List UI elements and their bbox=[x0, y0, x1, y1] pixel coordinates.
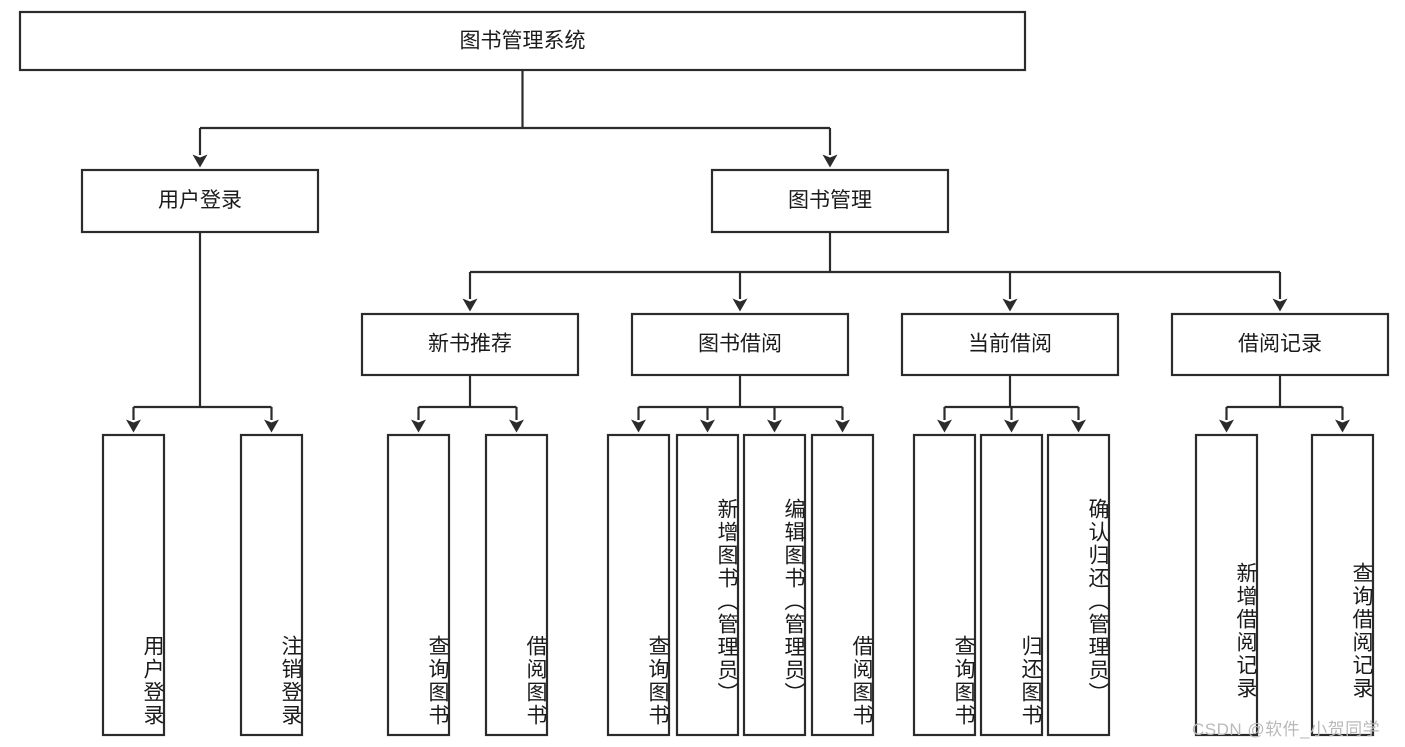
leaf-box-logout-login[interactable] bbox=[239, 433, 304, 737]
connector-group-book-admin bbox=[462, 232, 1288, 312]
node-book-borrow-box[interactable] bbox=[630, 312, 850, 377]
node-book-admin-box[interactable] bbox=[710, 168, 950, 234]
leaf-box-search-book-bb[interactable] bbox=[606, 433, 671, 737]
node-borrow-records-box[interactable] bbox=[1170, 312, 1390, 377]
node-new-books[interactable]: 新书推荐 bbox=[360, 312, 580, 377]
node-current-borrow[interactable]: 当前借阅 bbox=[900, 312, 1120, 377]
node-book-borrow[interactable]: 图书借阅 bbox=[630, 312, 850, 377]
connector-group-user-login bbox=[126, 232, 279, 433]
node-root-box[interactable] bbox=[18, 10, 1027, 72]
node-user-login-box[interactable] bbox=[80, 168, 320, 234]
connector-group-current bbox=[937, 375, 1086, 433]
node-borrow-records[interactable]: 借阅记录 bbox=[1170, 312, 1390, 377]
node-current-borrow-box[interactable] bbox=[900, 312, 1120, 377]
csdn-watermark: CSDN @软件_小贺同学 bbox=[1192, 720, 1381, 739]
node-new-books-label: 新书推荐 bbox=[428, 333, 512, 356]
leaf-box-user-login[interactable] bbox=[101, 433, 166, 737]
leaf-box-add-book-admin[interactable] bbox=[675, 433, 740, 737]
node-book-admin-label: 图书管理 bbox=[788, 189, 872, 212]
leaf-box-add-record[interactable] bbox=[1194, 433, 1259, 737]
connector-group-new-books bbox=[411, 375, 524, 433]
node-user-login-label: 用户登录 bbox=[158, 189, 242, 212]
leaf-box-search-book-cb[interactable] bbox=[912, 433, 977, 737]
connector-group-records bbox=[1219, 375, 1350, 433]
connector-group-borrow bbox=[631, 375, 850, 433]
node-borrow-records-label: 借阅记录 bbox=[1238, 333, 1322, 356]
connector-group-root bbox=[192, 70, 838, 168]
leaf-box-return-book[interactable] bbox=[979, 433, 1044, 737]
node-root[interactable]: 图书管理系统 bbox=[18, 10, 1027, 72]
leaf-box-confirm-return[interactable] bbox=[1046, 433, 1111, 737]
leaf-box-group bbox=[101, 433, 1375, 737]
node-user-login[interactable]: 用户登录 bbox=[80, 168, 320, 234]
node-new-books-box[interactable] bbox=[360, 312, 580, 377]
leaf-box-borrow-book-nb[interactable] bbox=[484, 433, 549, 737]
node-book-admin[interactable]: 图书管理 bbox=[710, 168, 950, 234]
node-book-borrow-label: 图书借阅 bbox=[698, 333, 782, 356]
leaf-box-borrow-book-bb[interactable] bbox=[810, 433, 875, 737]
leaf-box-search-book-nb[interactable] bbox=[386, 433, 451, 737]
leaf-box-search-record[interactable] bbox=[1310, 433, 1375, 737]
leaf-box-edit-book-admin[interactable] bbox=[742, 433, 807, 737]
node-root-label: 图书管理系统 bbox=[460, 30, 586, 53]
node-current-borrow-label: 当前借阅 bbox=[968, 333, 1052, 356]
